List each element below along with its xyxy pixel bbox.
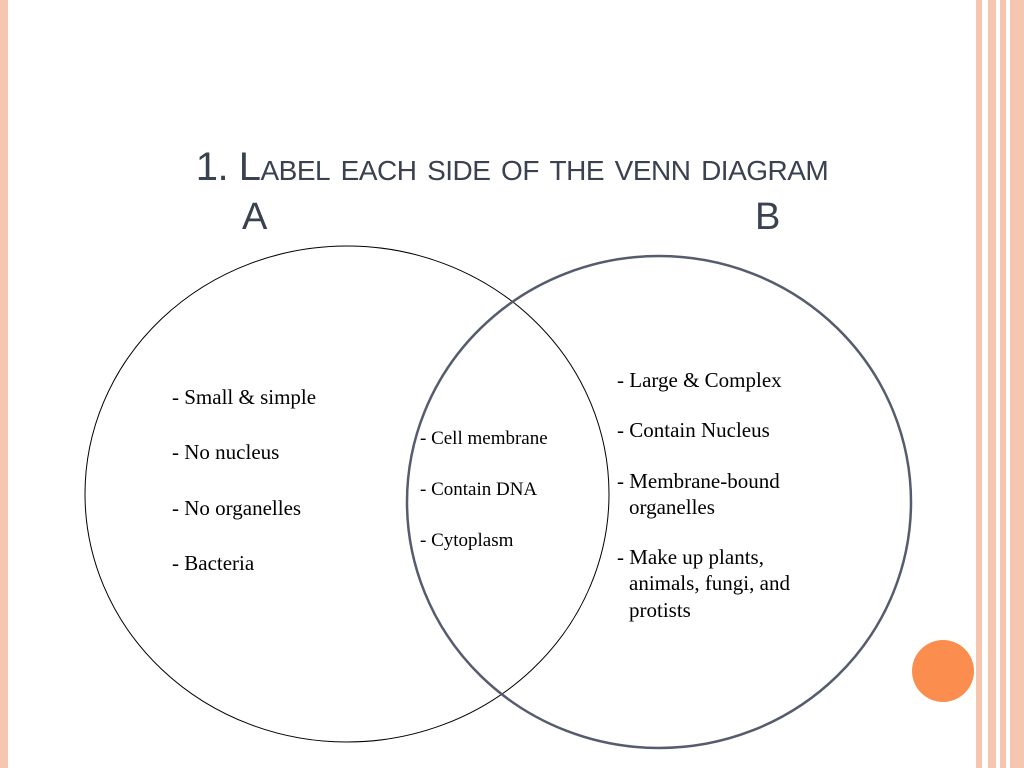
overlap-item: - Cell membrane (420, 428, 548, 449)
left-item: - Small & simple (172, 385, 317, 409)
set-label-a: A (242, 196, 268, 238)
right-item: - Make up plants, animals, fungi, and pr… (617, 545, 790, 622)
venn-circle-b (405, 254, 913, 750)
right-item: - Contain Nucleus (617, 418, 770, 443)
slide-title: 1. Label each side of the venn diagram (0, 145, 1024, 190)
title-first-letter: L (238, 145, 261, 189)
right-item: - Membrane-bound organelles (617, 468, 780, 519)
title-number: 1. (195, 145, 229, 189)
set-label-b: B (755, 196, 781, 238)
overlap-items-list: - Cell membrane - Contain DNA - Cytoplas… (420, 427, 548, 579)
frame-right-border (976, 0, 1024, 768)
left-item: - No organelles (172, 495, 302, 520)
frame-left-border (0, 0, 8, 768)
right-items-list: - Large & Complex - Contain Nucleus - Me… (617, 367, 827, 647)
overlap-item: - Contain DNA (420, 478, 538, 500)
right-item: - Large & Complex (617, 368, 782, 392)
title-rest: abel each side of the venn diagram (260, 145, 829, 189)
overlap-item: - Cytoplasm (420, 529, 514, 551)
left-items-list: - Small & simple - No nucleus - No organ… (172, 384, 316, 605)
venn-circle-a (84, 245, 610, 743)
left-item: - No nucleus (172, 440, 280, 465)
accent-dot (912, 640, 974, 702)
left-item: - Bacteria (172, 550, 255, 575)
